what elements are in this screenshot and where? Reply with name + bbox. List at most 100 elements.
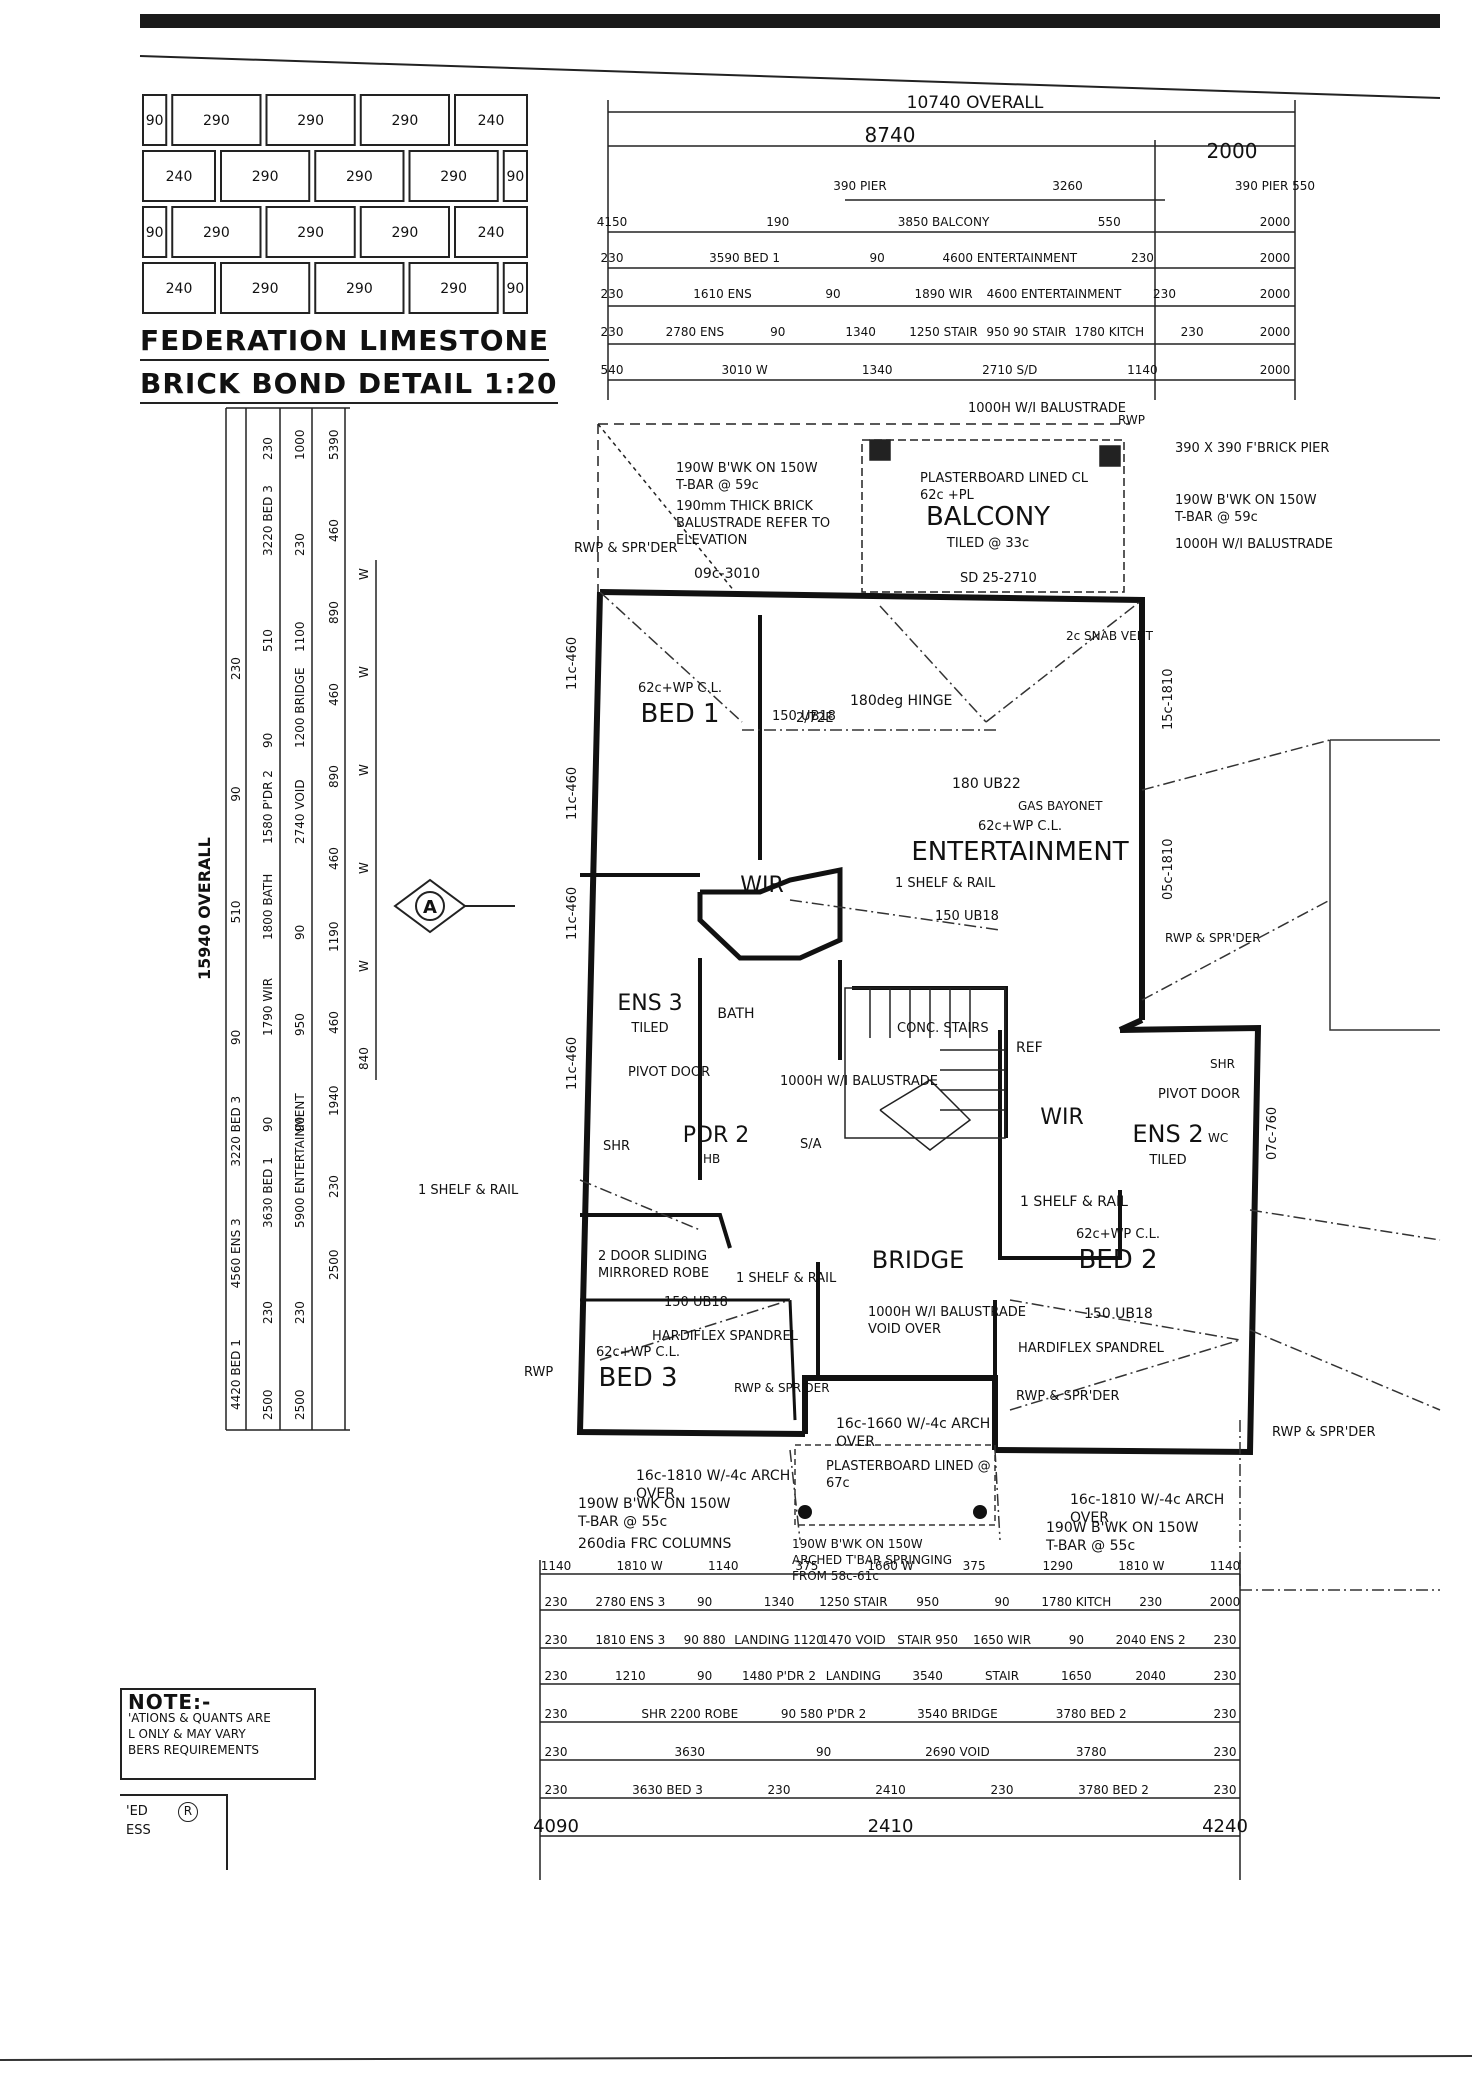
left-dimension-label: 890 bbox=[327, 601, 341, 624]
annotation-ub18-v: 150 UB18 bbox=[772, 709, 836, 724]
top-dimension-label: 90 bbox=[825, 287, 840, 301]
balcony-outline bbox=[597, 423, 1130, 593]
annotation-ub18-b2: 150 UB18 bbox=[1084, 1306, 1153, 1322]
top-dimension-label: 3850 BALCONY bbox=[898, 215, 990, 229]
brick-size-label: 290 bbox=[252, 281, 279, 297]
bottom-dimension-label: 230 bbox=[545, 1783, 568, 1797]
brick-size-label: 290 bbox=[392, 225, 419, 241]
brick-size-label: 290 bbox=[203, 113, 230, 129]
annotation-balust-mid: 1000H W/I BALUSTRADE bbox=[780, 1074, 938, 1089]
room-name: BRIDGE bbox=[872, 1246, 964, 1274]
annotation-sliding-robe: MIRRORED ROBE bbox=[598, 1266, 709, 1281]
annotation-frc: 260dia FRC COLUMNS bbox=[578, 1536, 732, 1552]
bottom-dimension-label: 3780 BED 2 bbox=[1078, 1783, 1149, 1797]
room-note: TILED bbox=[1148, 1153, 1186, 1168]
top-dimension-label: 4600 ENTERTAINMENT bbox=[987, 287, 1122, 301]
top-dimension-label: 230 bbox=[601, 251, 624, 265]
section-marker-a: A bbox=[393, 878, 515, 934]
annotation-ub18-b3: 150 UB18 bbox=[664, 1295, 728, 1310]
annotation-ub18-d: 150 UB18 bbox=[935, 909, 999, 924]
bottom-dimension-label: 1780 KITCH bbox=[1041, 1595, 1111, 1609]
top-dimension-label: 2000 bbox=[1260, 251, 1291, 265]
brick-size-label: 240 bbox=[478, 113, 505, 129]
top-dimension-label: 1140 bbox=[1127, 363, 1158, 377]
bottom-dimension-label: 2040 bbox=[1135, 1669, 1166, 1683]
left-dimension-label: 230 bbox=[293, 533, 307, 556]
bottom-dimension-label: 3630 bbox=[675, 1745, 706, 1759]
annotation-arch-mid: 16c-1660 W/-4c ARCH bbox=[836, 1416, 990, 1432]
bottom-dimension-label: 230 bbox=[991, 1783, 1014, 1797]
left-dimension-label: 2500 bbox=[293, 1389, 307, 1420]
left-dimension-label: W bbox=[357, 862, 371, 874]
annotation-rwp: RWP bbox=[1118, 413, 1145, 427]
bottom-dimension-label: 230 bbox=[1214, 1633, 1237, 1647]
annotation-r272: 2/72E bbox=[796, 711, 833, 726]
annotation-shr-l: SHR bbox=[603, 1139, 630, 1154]
logo-text-2: ESS bbox=[126, 1823, 151, 1838]
top-dimension-label: 230 bbox=[1131, 251, 1154, 265]
annotation-bwk-bot-l: 190W B'WK ON 150W bbox=[578, 1496, 731, 1512]
bottom-dimension-label: 230 bbox=[545, 1595, 568, 1609]
annotation-rwp-spr-l: RWP & SPR'DER bbox=[574, 541, 678, 556]
top-dimension-label: 1340 bbox=[862, 363, 893, 377]
brick bbox=[359, 94, 450, 146]
left-dimension-label: 1580 P'DR 2 bbox=[261, 770, 275, 844]
top-dimension-label: 90 bbox=[770, 325, 785, 339]
left-dimension-label: 1000 bbox=[293, 429, 307, 460]
logo-box: 'ED R ESS bbox=[120, 1794, 228, 1870]
scan-edge bbox=[140, 14, 1440, 28]
annotation-hinge: 180deg HINGE bbox=[850, 693, 952, 709]
left-dimension-label: 1790 WIR bbox=[261, 978, 275, 1036]
left-dimension-label: 1940 bbox=[327, 1085, 341, 1116]
left-dimension-label: 950 bbox=[293, 1013, 307, 1036]
brick bbox=[265, 94, 356, 146]
bottom-dimension-label: 1140 bbox=[708, 1559, 739, 1573]
annotation-bwk-bot-l: T-BAR @ 55c bbox=[577, 1514, 667, 1530]
left-dimension-label: 5390 bbox=[327, 429, 341, 460]
window-mark: 05c-1810 bbox=[1161, 839, 1176, 900]
annotation-brick-balust: ELEVATION bbox=[676, 533, 747, 548]
top-dimension-label: 390 PIER bbox=[833, 179, 886, 193]
room-name: WIR bbox=[1040, 1105, 1084, 1130]
left-dimension-label: W bbox=[357, 764, 371, 776]
bottom-dimension-label: 2410 bbox=[875, 1783, 906, 1797]
left-dimension-strings bbox=[225, 407, 377, 1431]
bottom-dimension-label: 1650 bbox=[1061, 1669, 1092, 1683]
bottom-dimension-label: 1810 ENS 3 bbox=[595, 1633, 665, 1647]
left-dimension-label: 460 bbox=[327, 519, 341, 542]
brick-size-label: 240 bbox=[166, 169, 193, 185]
room-name: BED 2 bbox=[1078, 1245, 1157, 1275]
brick-size-label: 290 bbox=[297, 225, 324, 241]
brick-size-label: 240 bbox=[478, 225, 505, 241]
brick bbox=[142, 206, 168, 258]
bottom-dimension-label: 90 bbox=[697, 1595, 712, 1609]
entry-portico bbox=[794, 1444, 996, 1526]
floor-walls bbox=[576, 589, 1262, 1456]
top-dimension-label: 3590 BED 1 bbox=[709, 251, 780, 265]
window-mark: 15c-1810 bbox=[1161, 669, 1176, 730]
left-dimension-label: 890 bbox=[327, 765, 341, 788]
bottom-dimension-label: 2780 ENS 3 bbox=[595, 1595, 665, 1609]
brick bbox=[408, 262, 499, 314]
brick bbox=[220, 150, 311, 202]
brick-size-label: 90 bbox=[506, 169, 524, 185]
title-line-2: BRICK BOND DETAIL 1:20 bbox=[140, 367, 558, 404]
top-dimension-label: 2000 bbox=[1260, 363, 1291, 377]
annotation-bwk-right: 190W B'WK ON 150W bbox=[1175, 493, 1317, 508]
left-dimension-label: 5900 ENTERTAINMENT bbox=[293, 1093, 307, 1228]
window-mark: 11c-460 bbox=[565, 887, 580, 940]
top-dimension-label: 950 90 STAIR bbox=[986, 325, 1066, 339]
bottom-dimension-label: LANDING 1120 bbox=[734, 1633, 824, 1647]
roof-lines bbox=[579, 591, 1441, 1591]
annotation-sd: SD 25-2710 bbox=[960, 571, 1037, 586]
bottom-dimension-label: 230 bbox=[545, 1633, 568, 1647]
brick bbox=[454, 94, 528, 146]
room-name: BED 3 bbox=[598, 1363, 677, 1393]
annotation-bwk-bot-m: 190W B'WK ON 150W bbox=[792, 1537, 923, 1551]
annotation-hardiflex-l: HARDIFLEX SPANDREL bbox=[652, 1329, 799, 1344]
bottom-dimension-label: 4240 bbox=[1202, 1816, 1248, 1837]
top-dimension-label: 1250 STAIR bbox=[909, 325, 977, 339]
bottom-dimension-label: 90 bbox=[994, 1595, 1009, 1609]
